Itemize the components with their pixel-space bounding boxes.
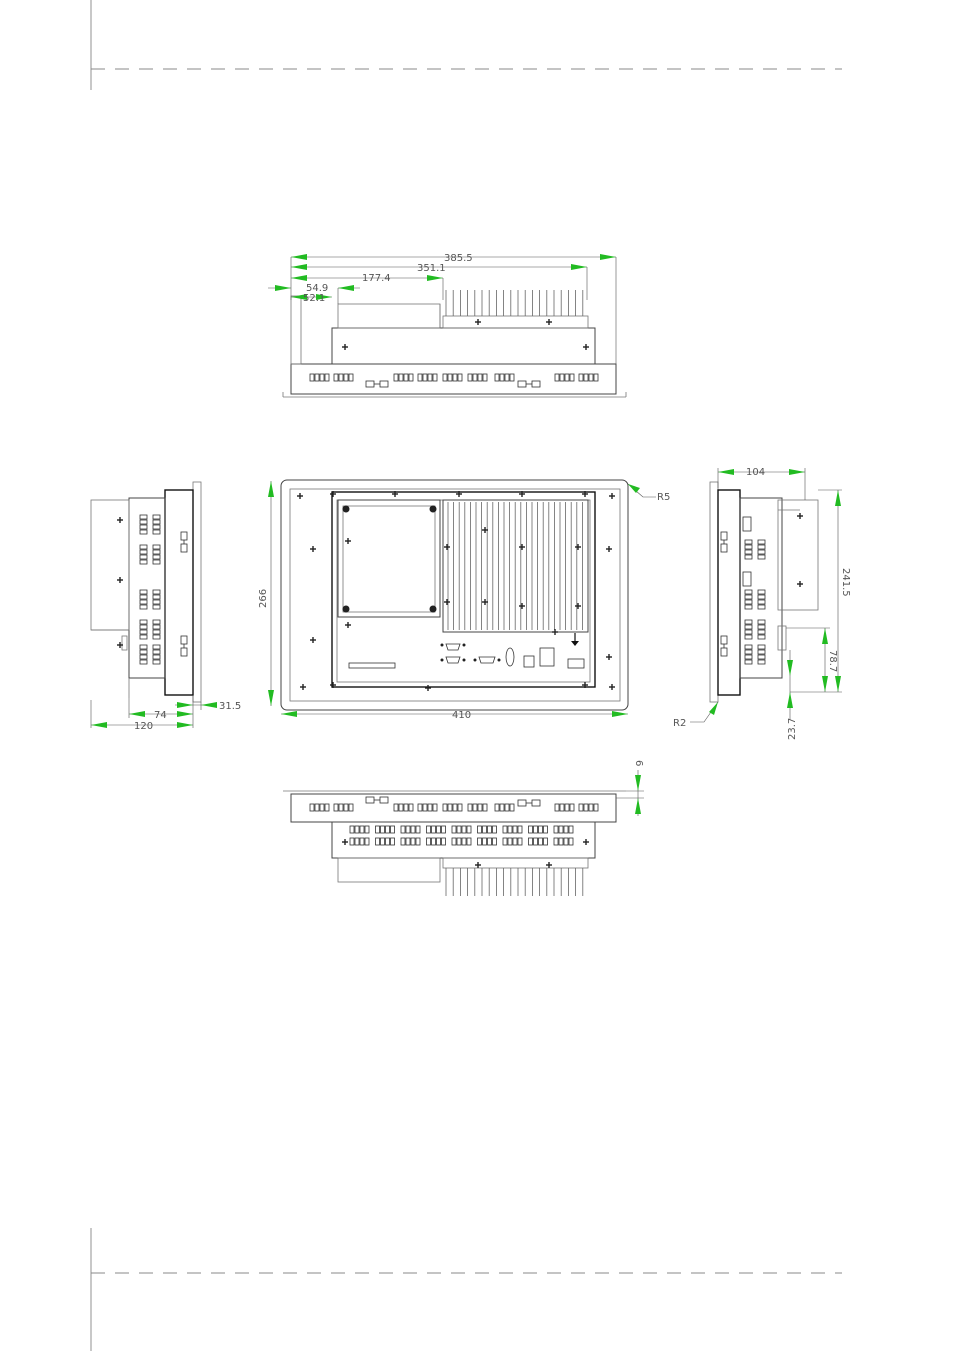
page-header-rule xyxy=(90,0,842,90)
vent-slot-group xyxy=(554,838,573,845)
vent-slot-group xyxy=(153,515,160,534)
vent-slot-group xyxy=(401,838,420,845)
bottom-view: 6 xyxy=(283,760,644,896)
vent-slot-group xyxy=(153,645,160,664)
vent-slot-group xyxy=(140,590,147,609)
vent-slot-group xyxy=(153,620,160,639)
rear-view-frame xyxy=(280,479,629,711)
vent-slot-group xyxy=(503,826,522,833)
vent-slot-group xyxy=(745,590,752,609)
top-view-vents xyxy=(310,374,598,388)
right-side-view: 104 241.5 78.7 23.7 R2 xyxy=(673,467,851,740)
dim-78-label: 78.7 xyxy=(827,650,838,672)
vent-slot-group xyxy=(140,620,147,639)
vent-slot-group xyxy=(758,590,765,609)
vent-slot-group xyxy=(478,838,497,845)
dim-241-label: 241.5 xyxy=(840,568,851,597)
bottom-view-chassis xyxy=(331,821,596,859)
vent-slot-group xyxy=(140,515,147,534)
vent-slot-group xyxy=(758,645,765,664)
vent-slot-group xyxy=(745,620,752,639)
dim-31-label: 31.5 xyxy=(219,701,241,712)
vent-slot-group xyxy=(554,826,573,833)
left-view-connectors xyxy=(180,531,188,657)
left-view-vents xyxy=(140,515,160,664)
vent-slot-group xyxy=(376,826,395,833)
dim-104-label: 104 xyxy=(746,467,765,478)
rear-view-vesa-bracket xyxy=(337,499,441,618)
vent-slot-group xyxy=(503,838,522,845)
rear-view-io-ports xyxy=(348,633,585,669)
vent-slot-group xyxy=(427,838,446,845)
vent-slot-group xyxy=(452,838,471,845)
dim-410-label: 410 xyxy=(452,710,471,721)
left-view-dimensions xyxy=(90,695,217,728)
dim-177-label: 177.4 xyxy=(362,273,391,284)
bottom-view-front-frame xyxy=(290,793,617,823)
rear-view-chassis xyxy=(331,491,596,688)
rear-view-heatsink xyxy=(442,499,589,633)
page-footer-rule xyxy=(90,1228,842,1351)
vent-slot-group xyxy=(140,545,147,564)
vent-slot-group xyxy=(529,826,548,833)
vent-slot-group xyxy=(376,838,395,845)
right-view-dimensions xyxy=(690,468,842,723)
bottom-view-dimensions xyxy=(616,770,644,816)
vent-slot-group xyxy=(350,826,369,833)
rear-view-dimensions xyxy=(268,481,656,717)
right-view-frame xyxy=(717,489,741,696)
top-view-front-frame xyxy=(290,363,617,395)
left-side-view: 74 120 31.5 xyxy=(90,481,241,732)
vent-slot-group xyxy=(758,620,765,639)
bottom-view-vents xyxy=(310,796,598,845)
top-view-heatsink xyxy=(442,290,589,329)
vent-slot-group xyxy=(401,826,420,833)
top-view: 385.5 351.1 177.4 54.9 52.1 xyxy=(268,253,627,398)
dim-52-label: 52.1 xyxy=(303,293,325,304)
right-view-vents xyxy=(745,540,765,664)
top-view-chassis xyxy=(331,327,596,365)
vent-slot-group xyxy=(452,826,471,833)
dim-266-label: 266 xyxy=(258,589,269,608)
rear-view: 266 410 R5 xyxy=(258,479,670,721)
dim-54-label: 54.9 xyxy=(306,283,328,294)
dim-6-label: 6 xyxy=(633,760,644,766)
dim-r2-label: R2 xyxy=(673,718,686,729)
vent-slot-group xyxy=(529,838,548,845)
top-view-dimensions xyxy=(268,254,617,364)
vent-slot-group xyxy=(140,645,147,664)
dim-r5-label: R5 xyxy=(657,492,670,503)
dim-23-label: 23.7 xyxy=(787,718,798,740)
vent-slot-group xyxy=(478,826,497,833)
dim-385-label: 385.5 xyxy=(444,253,473,264)
vent-slot-group xyxy=(758,540,765,559)
vent-slot-group xyxy=(427,826,446,833)
left-view-frame xyxy=(164,489,194,696)
vent-slot-group xyxy=(350,838,369,845)
vent-slot-group xyxy=(745,645,752,664)
dim-74-label: 74 xyxy=(154,710,167,721)
dim-120-label: 120 xyxy=(134,721,153,732)
dim-351-label: 351.1 xyxy=(417,263,446,274)
vent-slot-group xyxy=(153,590,160,609)
vent-slot-group xyxy=(745,540,752,559)
vent-slot-group xyxy=(153,545,160,564)
right-view-connectors xyxy=(720,531,728,657)
